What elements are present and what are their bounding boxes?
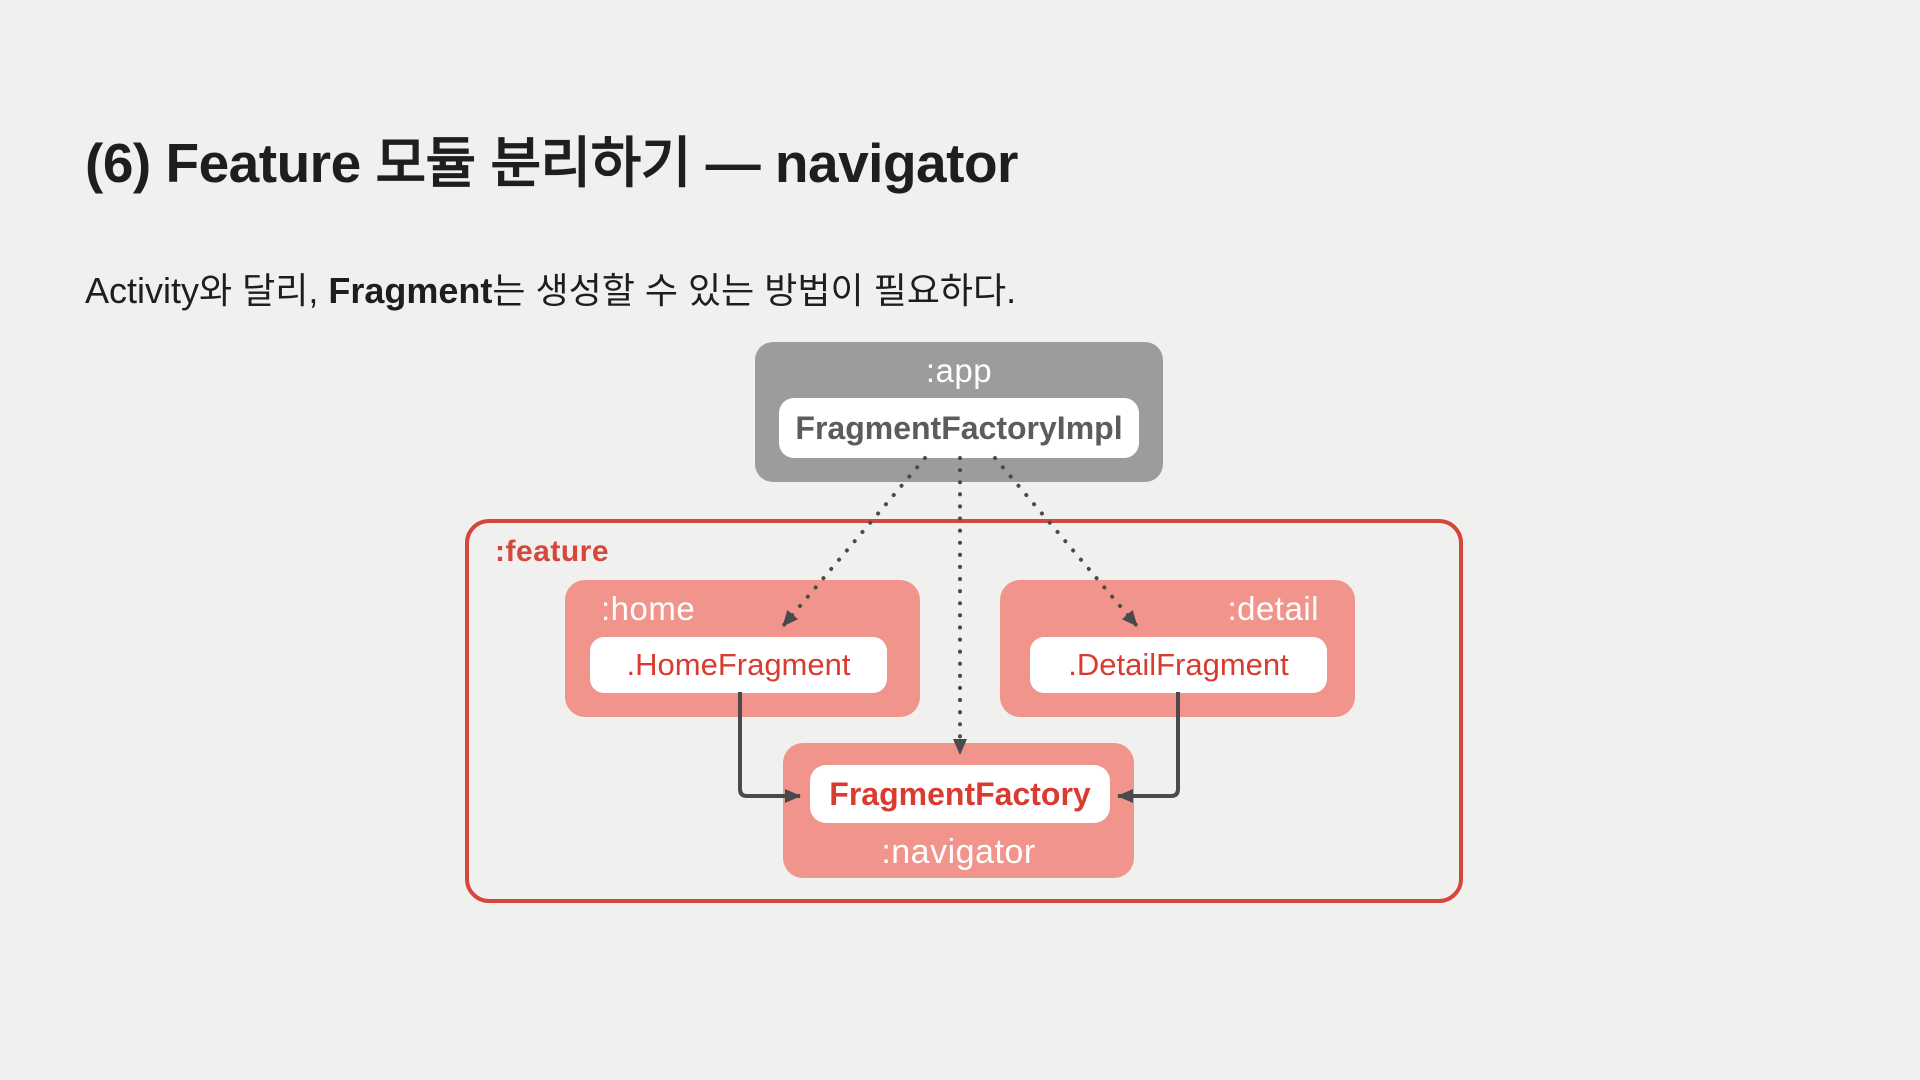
page-title: (6) Feature 모듈 분리하기 — navigator	[85, 132, 1018, 194]
class-fragmentfactoryimpl: FragmentFactoryImpl	[779, 398, 1139, 458]
module-navigator-label: :navigator	[881, 833, 1036, 871]
feature-group-label: :feature	[495, 535, 610, 568]
subtitle-emphasis: Fragment	[328, 270, 493, 311]
module-app-label: :app	[925, 352, 993, 389]
module-detail-label: :detail	[1227, 590, 1319, 627]
subtitle: Activity와 달리, Fragment는 생성할 수 있는 방법이 필요하…	[85, 262, 1016, 314]
class-detailfragment: .DetailFragment	[1030, 637, 1327, 693]
module-home-box: :home .HomeFragment	[565, 580, 920, 717]
subtitle-suffix: 는 생성할 수 있는 방법이 필요하다.	[492, 270, 1017, 311]
module-home-label: :home	[601, 590, 696, 627]
class-homefragment: .HomeFragment	[590, 637, 887, 693]
subtitle-prefix: Activity와 달리,	[85, 270, 329, 311]
module-app-box: :app FragmentFactoryImpl	[755, 342, 1163, 482]
feature-group-box: :feature	[465, 519, 1463, 903]
module-navigator-box: FragmentFactory :navigator	[783, 743, 1134, 878]
module-detail-box: :detail .DetailFragment	[1000, 580, 1355, 717]
class-fragmentfactory: FragmentFactory	[810, 765, 1110, 823]
